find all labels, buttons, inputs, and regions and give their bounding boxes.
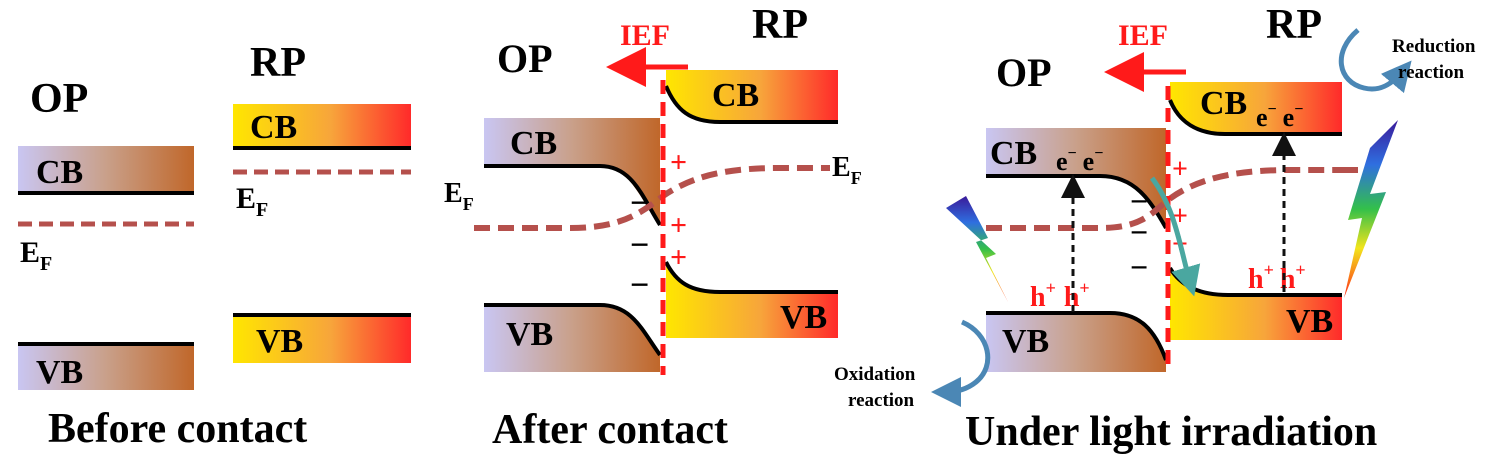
caption-after-contact: After contact — [492, 407, 728, 453]
panel-under-light: OP RP IEF CB VB CB VB + + + − − − e−e− e — [834, 2, 1480, 455]
op-cb-edge — [484, 164, 662, 227]
minus-charge: − — [1130, 214, 1148, 250]
minus-charge: − — [630, 185, 649, 222]
op-vb-label: VB — [1002, 323, 1049, 360]
caption-under-light: Under light irradiation — [965, 409, 1377, 455]
plus-charge: + — [670, 146, 687, 179]
rp-cb-label: CB — [1200, 85, 1247, 122]
op-cb-label: CB — [510, 125, 557, 162]
rp-vb-label: VB — [256, 323, 303, 360]
op-vb-edge — [986, 311, 1168, 361]
rp-cb-band — [233, 104, 411, 148]
op-ef-label: EF — [20, 236, 52, 275]
op-vb-band — [484, 305, 660, 372]
op-vb-band — [18, 346, 194, 390]
op-electrons: e−e− — [1056, 145, 1103, 176]
rp-electrons: e−e− — [1256, 101, 1303, 132]
rp-label: RP — [1266, 2, 1322, 48]
op-cb-edge — [986, 174, 1168, 229]
reduction-label: Reduction reaction — [1392, 36, 1480, 83]
op-vb-edge — [484, 303, 662, 357]
plus-charge: + — [670, 209, 687, 242]
oxidation-label: Oxidation reaction — [834, 364, 920, 411]
light-bolt-icon — [946, 196, 1008, 302]
charge-transfer-arrow — [1149, 176, 1201, 297]
op-cb-band — [484, 118, 660, 225]
op-cb-label: CB — [990, 135, 1037, 172]
minus-charge: − — [1130, 249, 1148, 285]
rp-cb-label: CB — [712, 77, 759, 114]
plus-charge: + — [670, 241, 687, 274]
rp-vb-label: VB — [1286, 303, 1333, 340]
ief-label: IEF — [620, 19, 670, 52]
op-holes: h+h+ — [1030, 278, 1090, 313]
rp-vb-label: VB — [780, 299, 827, 336]
rp-label: RP — [752, 2, 808, 48]
rp-cb-band — [666, 70, 838, 122]
rp-ef-label: EF — [236, 182, 268, 221]
panel-after-contact: OP RP IEF CB VB CB VB EF EF + + + − − − … — [444, 2, 862, 453]
minus-charge: − — [630, 227, 649, 264]
rp-holes: h+h+ — [1248, 260, 1306, 295]
op-label: OP — [497, 36, 553, 81]
oxidation-arrow — [931, 319, 991, 407]
rp-vb-edge — [664, 261, 838, 294]
rp-vb-band — [1170, 268, 1342, 340]
plus-charge: + — [1172, 154, 1188, 185]
op-vb-label: VB — [36, 354, 83, 391]
ef-right-label: EF — [832, 152, 862, 188]
op-cb-band — [18, 146, 194, 194]
op-vb-band — [986, 313, 1166, 372]
op-label: OP — [996, 50, 1052, 95]
rp-cb-label: CB — [250, 109, 297, 146]
rp-cb-edge — [664, 85, 838, 124]
minus-charge: − — [1130, 183, 1148, 219]
ef-left-label: EF — [444, 178, 474, 214]
minus-charge: − — [630, 267, 649, 304]
panel-before-contact: OP RP CB EF VB CB EF VB Before contact — [18, 40, 411, 452]
caption-before-contact: Before contact — [48, 406, 307, 452]
op-label: OP — [30, 76, 88, 122]
rp-label: RP — [250, 40, 306, 86]
reduction-arrow — [1338, 28, 1412, 94]
op-cb-label: CB — [36, 154, 83, 191]
rp-vb-band — [233, 317, 411, 363]
light-bolt-icon — [1344, 120, 1398, 298]
rp-cb-edge — [1168, 99, 1342, 136]
fermi-level — [986, 167, 1342, 231]
op-vb-label: VB — [506, 316, 553, 353]
rp-cb-band — [1170, 82, 1342, 134]
rp-vb-band — [666, 262, 838, 338]
ief-label: IEF — [1118, 19, 1168, 52]
op-cb-band — [986, 128, 1166, 228]
